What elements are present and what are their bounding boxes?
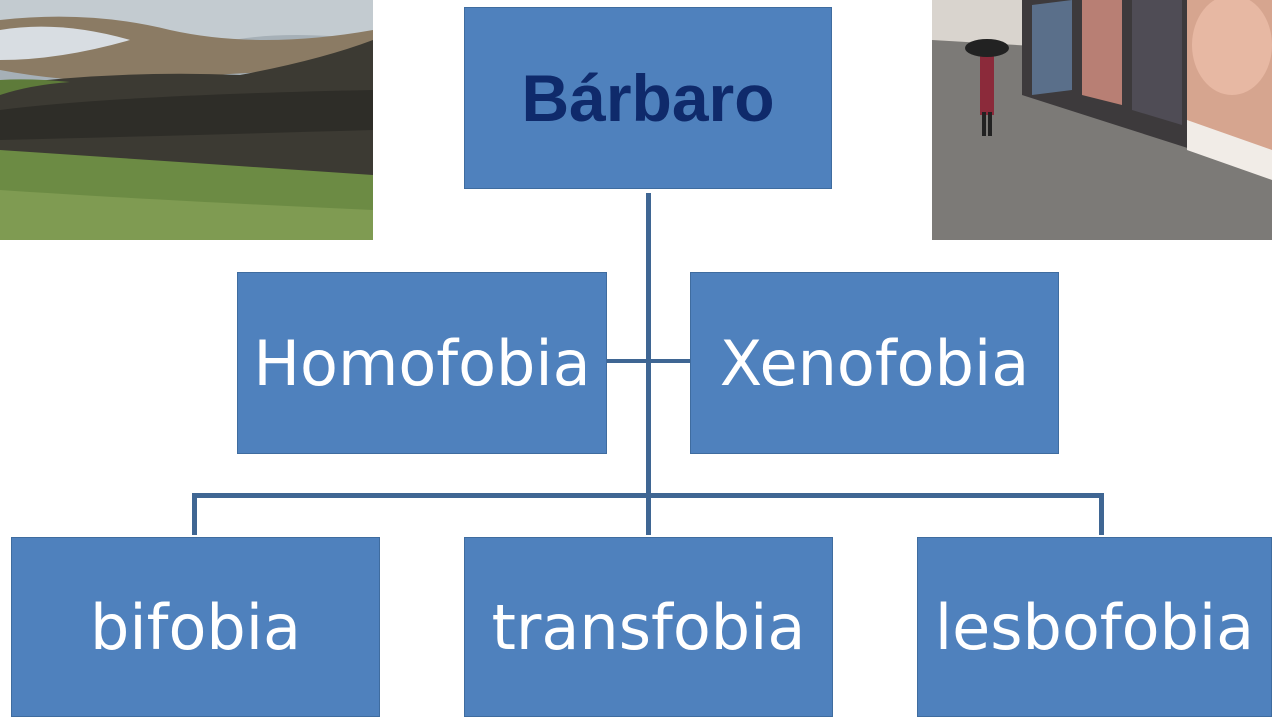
level2-node-lesbofobia: lesbofobia — [917, 537, 1272, 717]
connector-level2-horizontal — [192, 493, 1104, 498]
level2-node-label: bifobia — [90, 590, 301, 664]
level2-node-bifobia: bifobia — [11, 537, 380, 717]
level1-node-label: Xenofobia — [719, 326, 1030, 400]
connector-trunk — [646, 193, 651, 535]
root-node-box: Bárbaro — [464, 7, 832, 189]
root-node-label: Bárbaro — [521, 61, 775, 135]
level1-node-label: Homofobia — [253, 326, 591, 400]
connector-level2-right — [1099, 493, 1104, 535]
level1-node-homofobia: Homofobia — [237, 272, 607, 454]
connector-level2-left — [192, 493, 197, 535]
level1-node-xenofobia: Xenofobia — [690, 272, 1059, 454]
level2-node-transfobia: transfobia — [464, 537, 833, 717]
level2-node-label: transfobia — [491, 590, 806, 664]
mural-wall-street-photo — [932, 0, 1272, 240]
connector-level1 — [606, 359, 690, 363]
level2-node-label: lesbofobia — [934, 590, 1255, 664]
landscape-stone-wall-photo — [0, 0, 373, 240]
